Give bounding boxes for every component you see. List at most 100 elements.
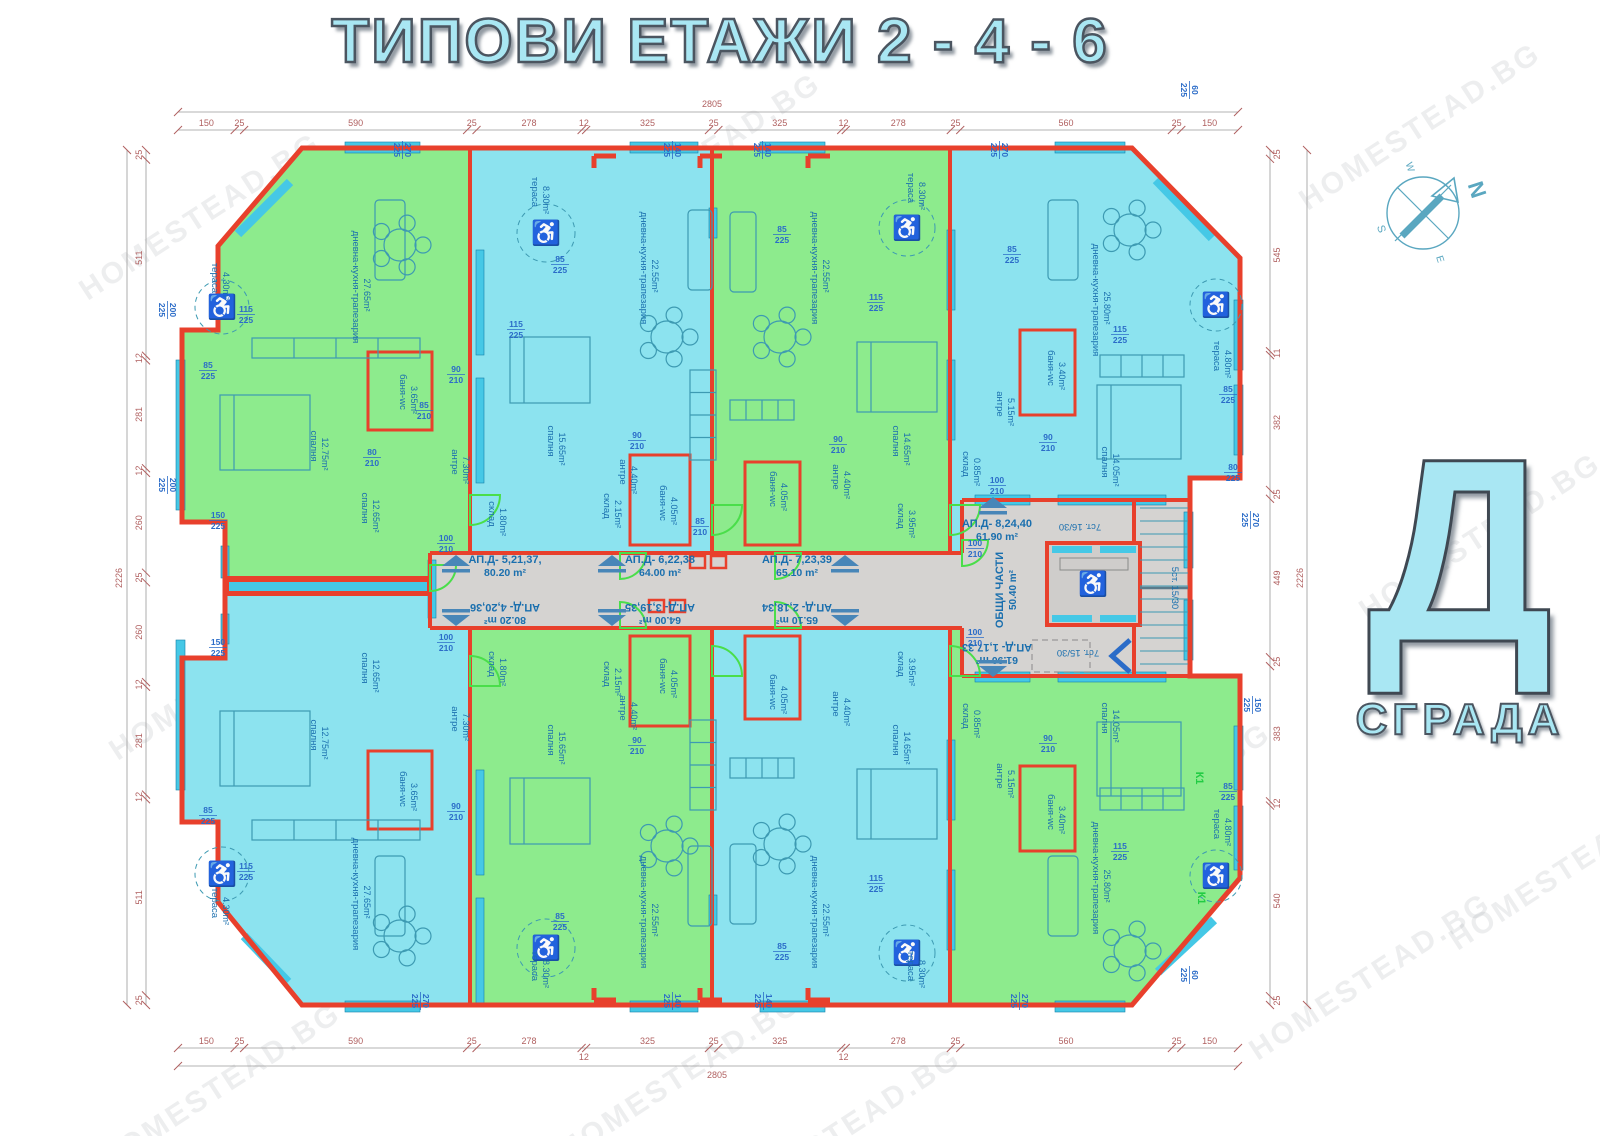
- room-area: 4.40m²: [629, 702, 639, 730]
- terrace-circle: [516, 918, 576, 978]
- chair: [1144, 221, 1162, 239]
- dim-value: 281: [134, 733, 144, 748]
- chair: [1102, 928, 1120, 947]
- dim-value: 325: [640, 1036, 655, 1046]
- room-name: тераса: [529, 951, 540, 982]
- entry-arrow: [979, 497, 1007, 508]
- opening-height: 225: [752, 143, 762, 157]
- chair: [639, 850, 657, 869]
- opening-width: 80: [367, 447, 377, 457]
- room-name: склад: [486, 501, 497, 527]
- unit-label: АП.Д- 1,17,33: [962, 641, 1032, 653]
- chair: [665, 306, 683, 324]
- opening-height: 225: [392, 143, 402, 157]
- stair-flight-label: 7ст. 16/30: [1059, 521, 1101, 532]
- unit-entry-arrow: [598, 609, 626, 626]
- bed: [1096, 721, 1182, 797]
- room-area: 14.05m²: [1111, 709, 1121, 742]
- dim-tick: [836, 125, 846, 135]
- door-swing: [469, 494, 502, 527]
- building-letter: Д: [1365, 404, 1555, 697]
- opening-height: 225: [662, 994, 672, 1008]
- terrace-bracket: [805, 988, 830, 1003]
- elevator-hatch: [1052, 546, 1092, 553]
- dim-value: 449: [1272, 571, 1282, 586]
- common-areas-label: ОБЩИ ЧАСТИ: [994, 552, 1006, 628]
- sofa: [687, 845, 713, 927]
- opening-height: 210: [1041, 443, 1055, 453]
- chair: [665, 350, 683, 368]
- window: [475, 377, 485, 484]
- dim-value: 540: [1272, 893, 1282, 908]
- dim-value: 260: [134, 515, 144, 530]
- chair: [639, 823, 657, 842]
- chair: [1144, 942, 1162, 960]
- opening-height: 210: [439, 544, 453, 554]
- chair: [665, 815, 683, 833]
- dim-value: 12: [134, 466, 144, 476]
- opening-width: 80: [1228, 462, 1238, 472]
- sofa: [374, 855, 406, 937]
- dim-tick: [1233, 107, 1243, 117]
- opening-width: 150: [211, 637, 225, 647]
- door-swing: [949, 644, 982, 677]
- unit-label: АП.Д- 5,21,37,: [468, 554, 541, 566]
- terrace-bracket: [805, 153, 830, 168]
- bed: [219, 710, 311, 787]
- dim-tick: [714, 125, 723, 135]
- bed-frame: [1096, 721, 1182, 797]
- dim-tick: [581, 1043, 591, 1053]
- opening-width: 60: [1190, 970, 1200, 980]
- dim-tick: [141, 568, 151, 578]
- entry-arrow-bar: [598, 609, 626, 613]
- room-area: 7.30m²: [461, 713, 471, 741]
- dim-value: 12: [579, 1052, 589, 1062]
- chair: [398, 949, 416, 967]
- dim-tick: [173, 1061, 183, 1071]
- chair: [372, 940, 390, 959]
- opening-width: 85: [555, 911, 565, 921]
- opening-height: 225: [1005, 255, 1019, 265]
- room-area: 4.05m²: [779, 483, 789, 511]
- dim-tick: [239, 125, 249, 135]
- bathroom-walls: [628, 453, 692, 547]
- chair: [681, 328, 699, 346]
- opening-height: 225: [553, 922, 567, 932]
- opening-height: 225: [1113, 335, 1127, 345]
- stair-flight-label: 7ст. 15/30: [1057, 647, 1099, 658]
- staircase: [1031, 507, 1188, 674]
- terrace-bracket: [697, 153, 722, 168]
- room-name: антре: [617, 695, 628, 720]
- dim-tick: [577, 1043, 586, 1053]
- opening-height: 225: [1240, 513, 1250, 527]
- dim-tick: [1176, 1043, 1186, 1053]
- dim-value: 25: [1172, 118, 1182, 128]
- kitchen-counter: [1099, 787, 1185, 811]
- dim-value: 560: [1059, 118, 1074, 128]
- room-name: спалня: [890, 724, 901, 755]
- dim-value: 150: [1202, 118, 1217, 128]
- dim-tick: [173, 125, 183, 135]
- sofa: [729, 843, 757, 925]
- opening-height: 225: [211, 648, 225, 658]
- table-top: [383, 228, 417, 262]
- dim-tick: [955, 1043, 965, 1053]
- dim-value: 25: [951, 1036, 961, 1046]
- dim-tick: [1233, 1043, 1243, 1053]
- opening-width: 140: [673, 143, 683, 157]
- opening-height: 225: [211, 521, 225, 531]
- bathroom-walls: [1018, 328, 1077, 417]
- dim-value: 278: [522, 118, 537, 128]
- dining-table: [1102, 920, 1162, 982]
- opening-height: 210: [968, 549, 982, 559]
- dim-tick: [141, 794, 151, 804]
